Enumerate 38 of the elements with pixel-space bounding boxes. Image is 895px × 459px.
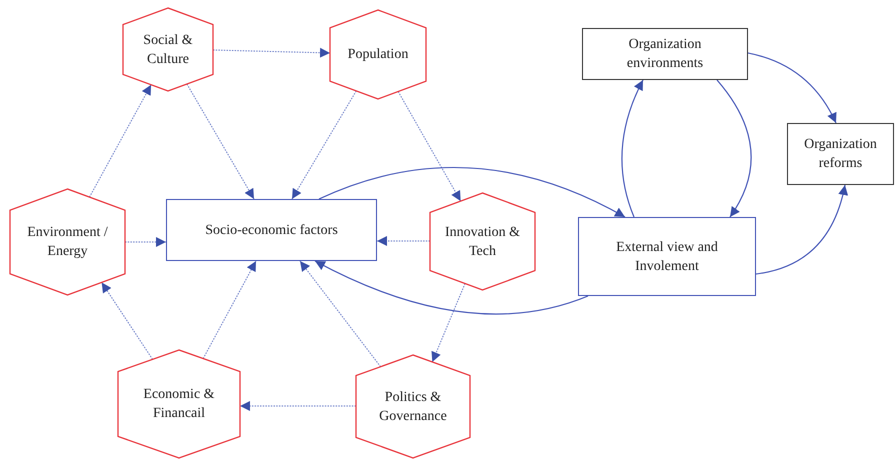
arrow <box>621 80 644 218</box>
process-box <box>166 199 377 261</box>
node-label: Politics & Governance <box>378 388 448 426</box>
node-label: Economic & Financail <box>142 386 216 423</box>
arrow <box>300 260 382 368</box>
arrow <box>398 91 462 202</box>
node-label: Organization environments <box>626 36 704 73</box>
node-label: External view and Involement <box>615 238 719 276</box>
arrow <box>101 282 154 360</box>
node-label: Population <box>348 46 408 64</box>
arrow <box>756 184 848 275</box>
arrow <box>318 167 626 218</box>
node-label: Socio-economic factors <box>205 222 338 240</box>
arrow <box>376 236 430 246</box>
arrow <box>202 260 256 360</box>
arrow <box>212 48 330 58</box>
factor-hexagon <box>430 193 535 290</box>
arrow <box>292 90 357 200</box>
node-label: Innovation & Tech <box>444 224 520 260</box>
arrow <box>716 80 752 218</box>
node-label: Social & Culture <box>142 32 194 68</box>
process-box <box>787 123 894 185</box>
arrow <box>88 84 152 198</box>
factor-hexagon <box>118 350 240 458</box>
process-box <box>578 217 756 296</box>
process-box <box>582 28 748 80</box>
factor-hexagon <box>356 355 470 458</box>
node-label: Environment / Energy <box>26 224 109 261</box>
factor-hexagon <box>10 189 125 295</box>
arrow <box>314 260 588 314</box>
factor-hexagon <box>330 10 426 99</box>
node-label: Organization reforms <box>803 136 878 173</box>
arrow <box>432 283 466 362</box>
factor-hexagon <box>123 8 213 91</box>
arrow <box>748 52 836 124</box>
arrow <box>186 84 254 200</box>
arrow <box>240 401 356 411</box>
arrow <box>124 237 166 247</box>
